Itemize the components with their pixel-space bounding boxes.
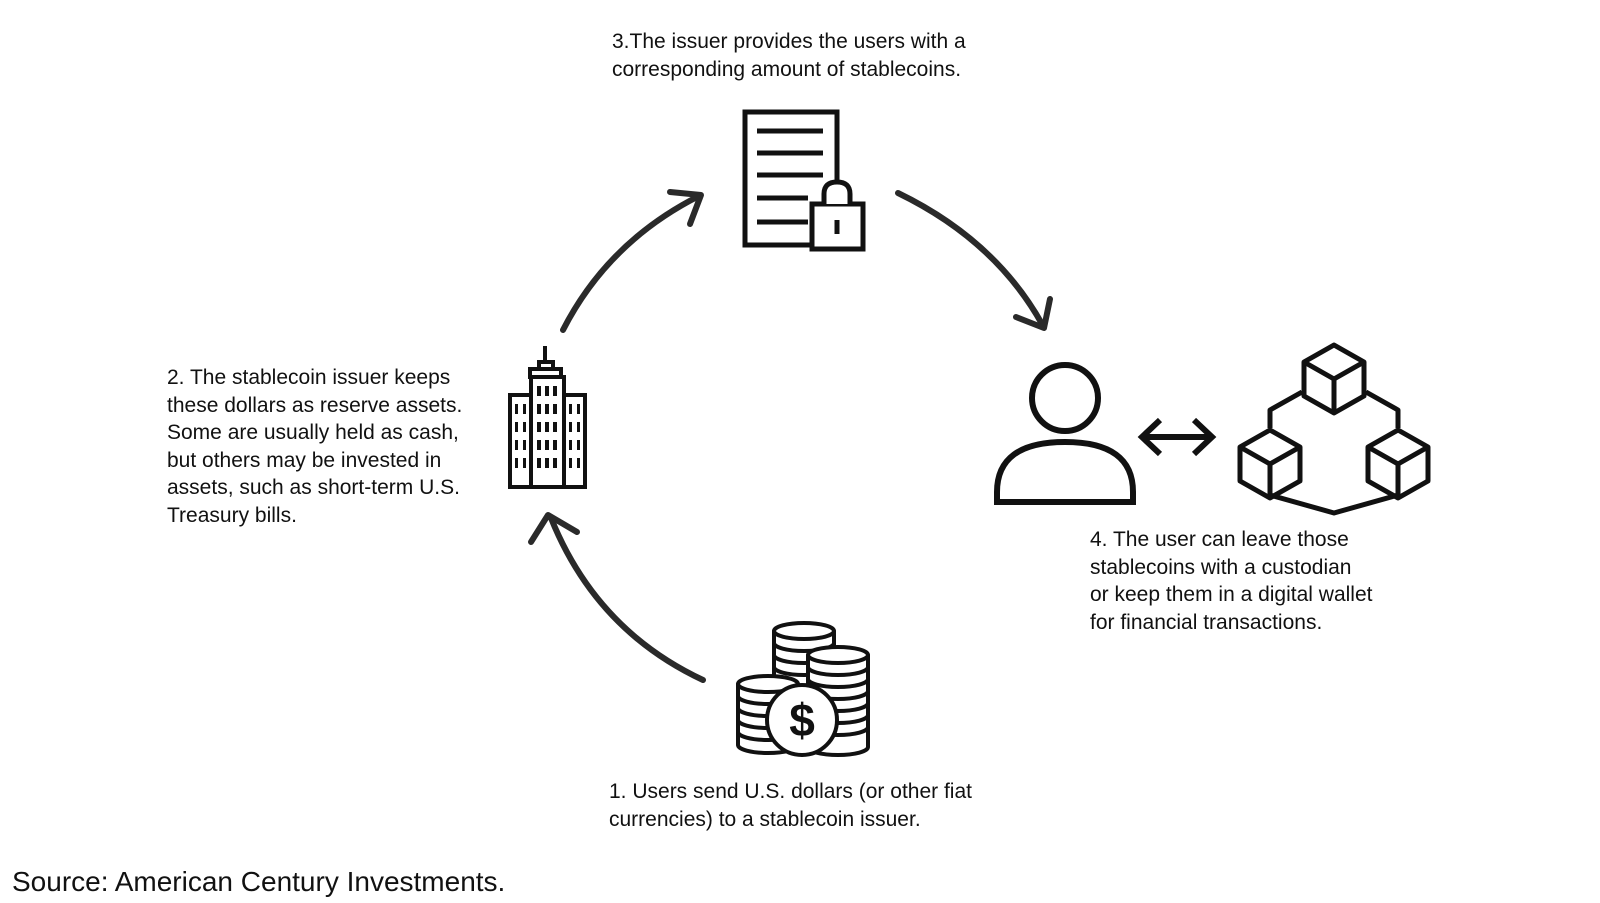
step2-line: Some are usually held as cash, [167,421,459,444]
step3-line: 3.The issuer provides the users with a [612,30,966,53]
step4-line: for financial transactions. [1090,610,1323,634]
step1-line: currencies) to a stablecoin issuer. [609,807,921,831]
step3-line: corresponding amount of stablecoins. [612,57,962,81]
step2-line: 2. The stablecoin issuer keeps [167,366,451,389]
cycle-arrows [528,189,1053,683]
step2-line: but others may be invested in [167,448,442,472]
cube-top [1301,342,1367,416]
locked-document-icon [742,109,866,252]
step2-line: Treasury bills. [167,503,297,527]
source-note: Source: American Century Investments. [12,866,506,897]
step3-description: 3.The issuer provides the users with a c… [612,28,966,83]
step2-line: these dollars as reserve assets. [167,393,463,417]
step2-line: assets, such as short-term U.S. [167,476,460,499]
office-building-icon [508,346,587,489]
step4-line: or keep them in a digital wallet [1090,583,1373,606]
step2-description: 2. The stablecoin issuer keeps these dol… [167,364,462,529]
arrow-step3-to-step4 [895,190,1053,331]
step4-line: stablecoins with a custodian [1090,555,1352,579]
step1-description: 1. Users send U.S. dollars (or other fia… [609,778,972,833]
step4-description: 4. The user can leave those stablecoins … [1090,526,1373,636]
coins-stack-dollar-icon: $ [736,621,870,757]
arrow-step2-to-step3 [560,189,704,333]
bidirectional-arrow-icon [1137,417,1217,457]
cube-right [1365,427,1431,501]
svg-text:$: $ [789,694,815,746]
step4-line: 4. The user can leave those [1090,528,1349,551]
blockchain-cubes-icon [1237,342,1431,516]
step1-line: 1. Users send U.S. dollars (or other fia… [609,780,972,803]
arrow-step1-to-step2 [528,512,706,683]
user-icon [994,362,1136,505]
dollar-coin-icon: $ [765,683,839,757]
cube-left [1237,427,1303,501]
